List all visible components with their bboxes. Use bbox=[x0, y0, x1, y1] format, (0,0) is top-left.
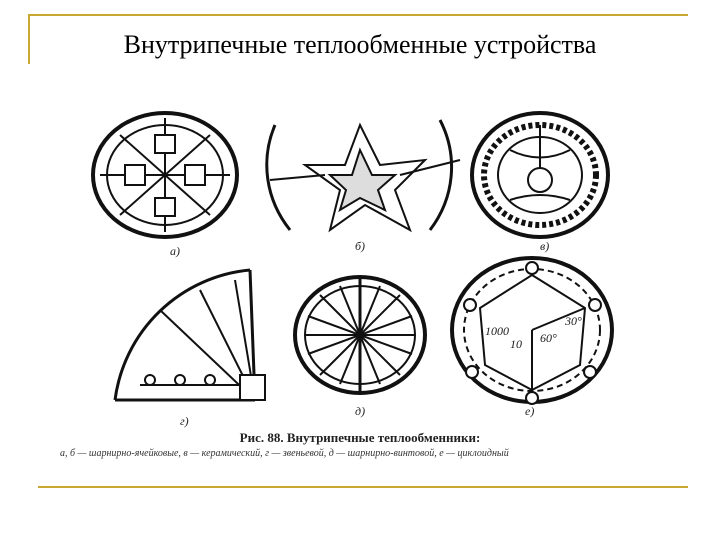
panel-d-drawing bbox=[293, 275, 427, 395]
slide-frame-bottom-line bbox=[38, 486, 688, 488]
panel-label-v: в) bbox=[540, 239, 549, 253]
panel-b-drawing bbox=[265, 119, 461, 233]
slide-frame-top-line bbox=[28, 14, 688, 16]
panel-label-e: е) bbox=[525, 404, 534, 418]
figure-legend: а, б — шарнирно-ячейковые, в — керамичес… bbox=[60, 448, 509, 459]
panel-v-drawing bbox=[470, 111, 610, 239]
panel-a-drawing bbox=[91, 111, 239, 239]
panel-label-a: а) bbox=[170, 244, 180, 258]
panel-e-drawing bbox=[450, 256, 614, 405]
slide-frame-left-line bbox=[28, 14, 30, 64]
panel-label-b: б) bbox=[355, 239, 365, 253]
panel-e-dim-60: 60° bbox=[540, 331, 557, 345]
panel-e-dim-30: 30° bbox=[564, 314, 582, 328]
panel-e-dim-10: 10 bbox=[510, 337, 522, 351]
panel-g-drawing bbox=[113, 268, 266, 402]
panel-label-d: д) bbox=[355, 404, 365, 418]
panel-label-g: г) bbox=[180, 414, 189, 428]
heat-exchanger-figure: а) б) в) г) bbox=[91, 111, 614, 428]
figure-caption: Рис. 88. Внутрипечные теплообменники: bbox=[239, 430, 481, 445]
slide-title: Внутрипечные теплообменные устройства bbox=[123, 30, 597, 59]
panel-e-dim-1000: 1000 bbox=[485, 324, 509, 338]
